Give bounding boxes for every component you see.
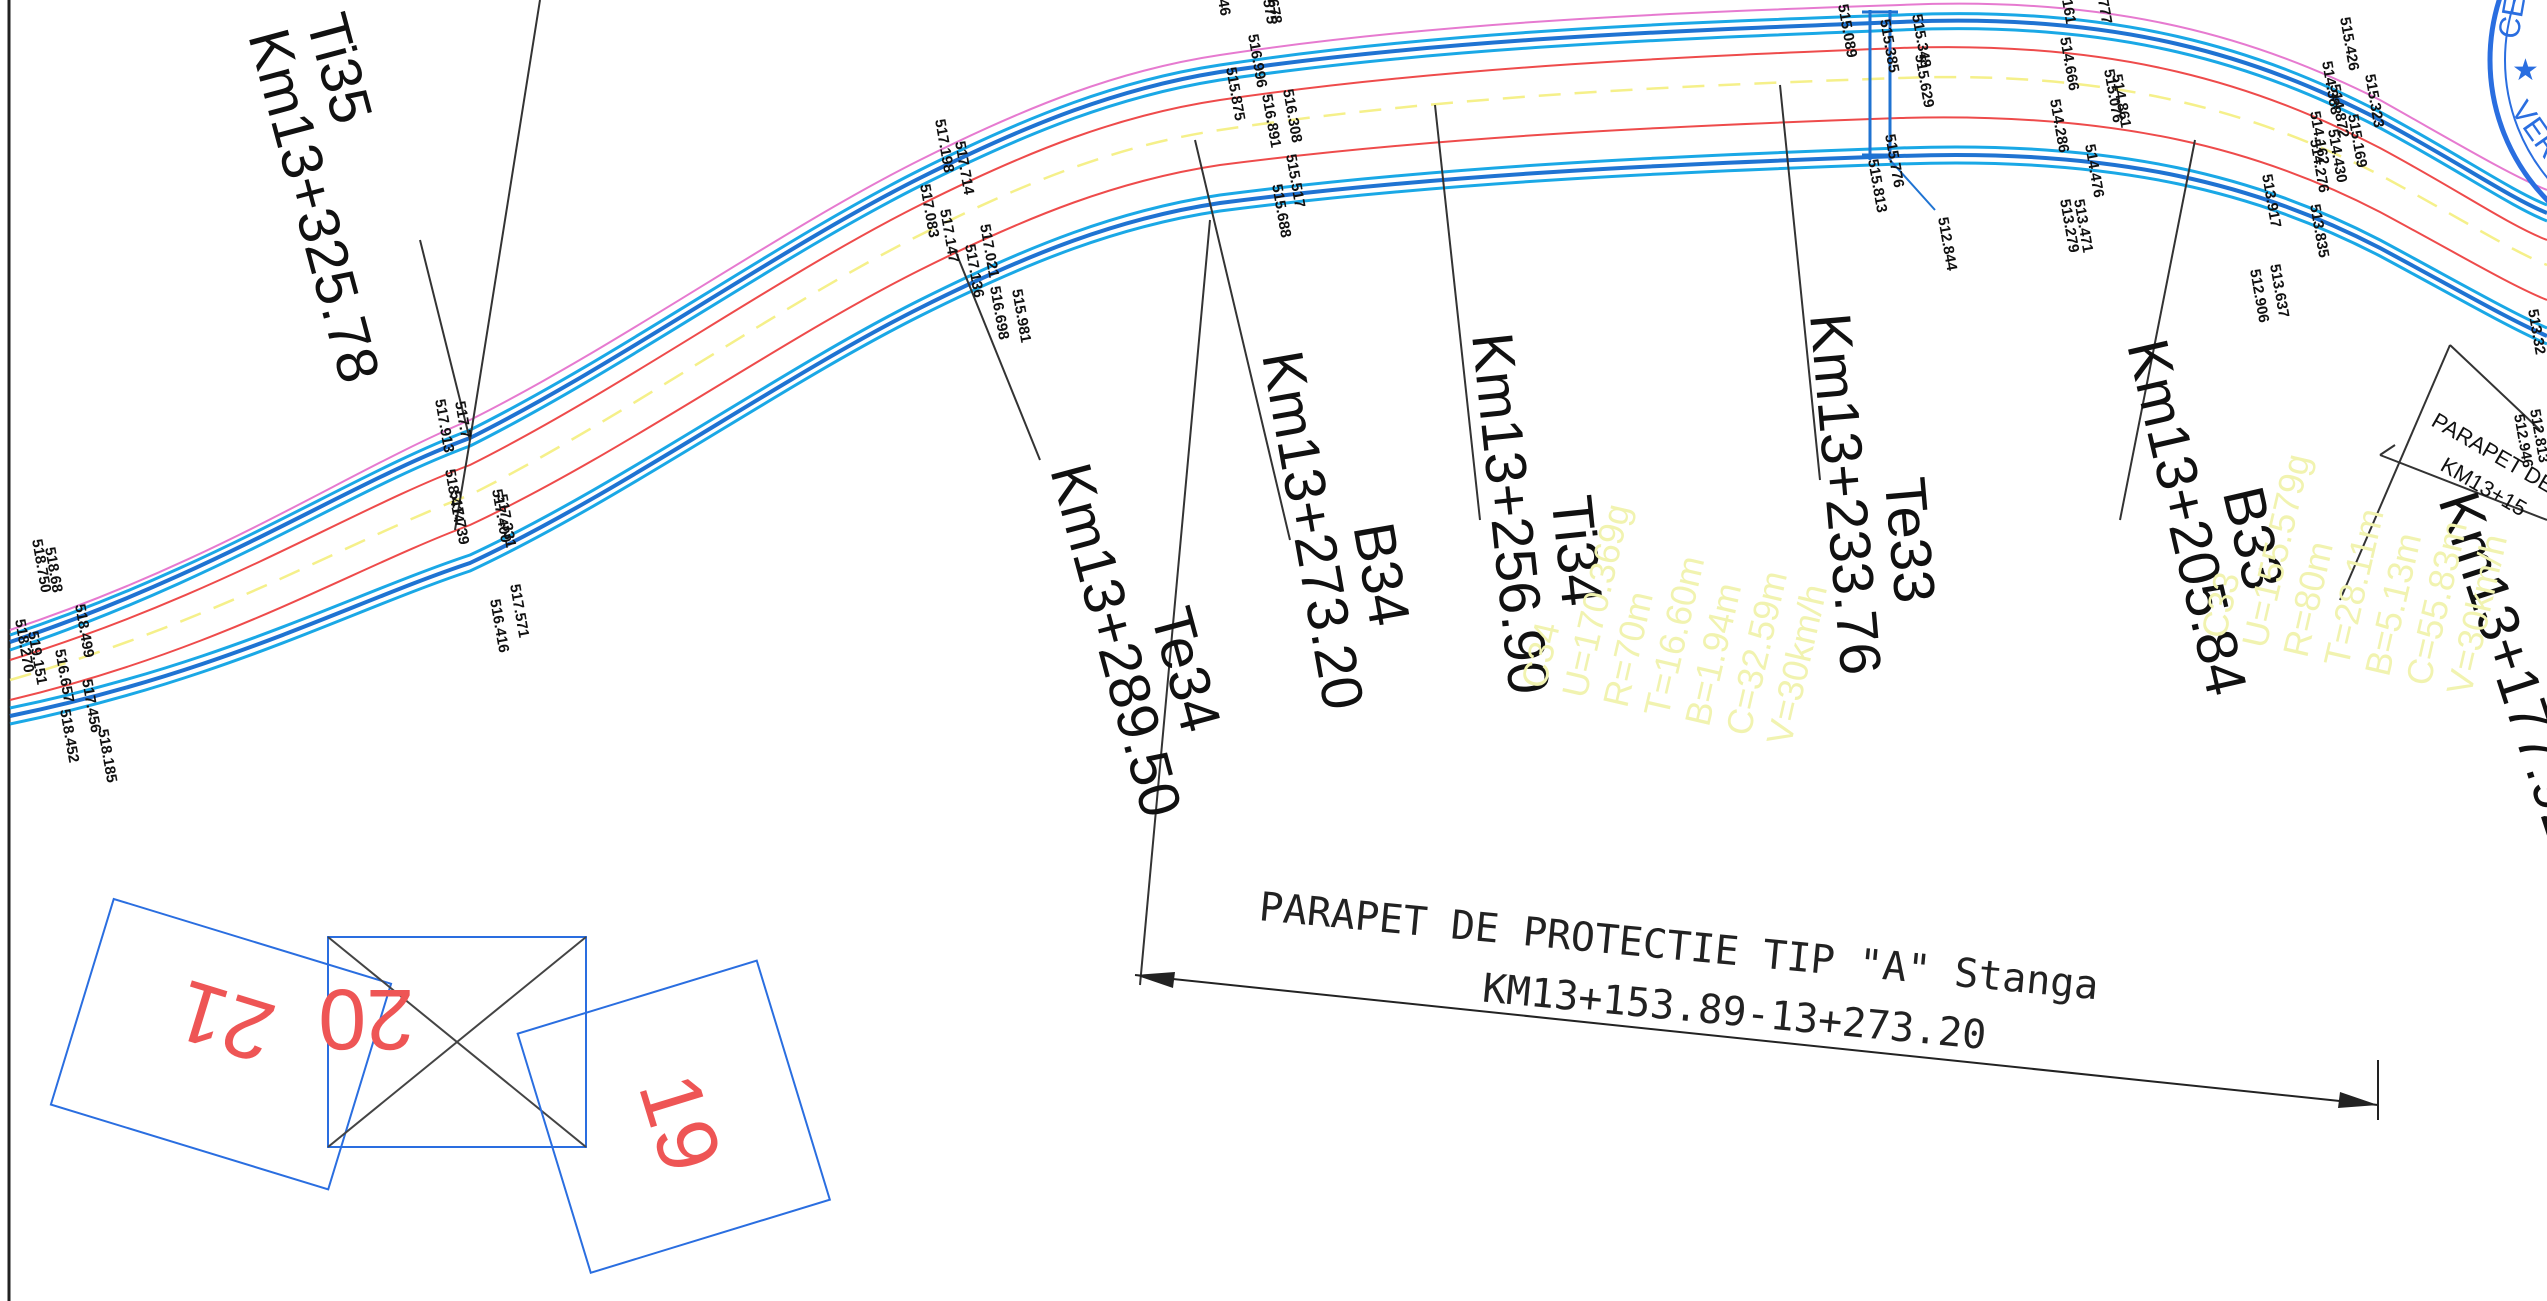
road-edge-bottom-3 (9, 161, 2547, 726)
arrow-left (1135, 972, 1175, 988)
elevation-label: 514.666 (2056, 36, 2082, 92)
elevation-label: 513.835 (2306, 203, 2332, 259)
elevation-label: 516.416 (486, 598, 512, 654)
sheet-19: 19 (516, 959, 832, 1275)
dimension-line (1134, 974, 2379, 1106)
verification-stamp: CE VERI ★ (2487, 0, 2547, 204)
curve-block-c33: C33 U=155.579g R=80m T=28.11m B=5.13m C=… (2193, 450, 2515, 699)
elevation-label: 777 (2094, 0, 2115, 25)
elevation-label: 518.452 (56, 708, 82, 764)
elevation-label: 678 (1264, 0, 1285, 25)
stamp-star-icon: ★ (2512, 54, 2539, 87)
sheet-frames: 21 20 19 (49, 897, 832, 1275)
elevation-label: 514.286 (2046, 98, 2072, 154)
elevation-label: 161 (2058, 0, 2079, 25)
elevation-label: 515.875 (1222, 66, 1248, 122)
station-code-ti34: Ti34 (1539, 492, 1615, 609)
elevation-label: 516.891 (1258, 93, 1284, 149)
road-edge-top-3 (9, 27, 2547, 652)
elevation-label: 512.844 (1934, 216, 1960, 273)
station-leaders (419, 0, 2547, 986)
elevation-label: 515.426 (2336, 16, 2362, 72)
pink-offset-line-top (9, 2, 2547, 631)
sheet-19-label: 19 (620, 1063, 740, 1183)
elevation-label: 517.7 (451, 400, 474, 440)
road-edge-bottom-1 (9, 145, 2547, 710)
sheet-20: 20 (318, 936, 587, 1148)
sheet-21-label: 21 (165, 961, 285, 1081)
station-labels: Ti35 Km13+325.78 Km13+289.50 Te34 Km13+2… (235, 7, 2547, 850)
elevation-label: 518.185 (94, 728, 120, 784)
station-code-te33: Te33 (1872, 475, 1948, 606)
elevation-label: 517.571 (506, 583, 532, 639)
elevation-label: 516.698 (986, 285, 1012, 341)
stamp-text-top: CE (2492, 0, 2532, 41)
elevation-label: 515.385 (1876, 18, 1902, 74)
red-offset-line-top (9, 46, 2547, 661)
culvert-symbol (1862, 10, 1936, 211)
sheet-20-label: 20 (318, 971, 414, 1067)
road-edge-bottom-2 (9, 152, 2547, 718)
road-edge-top-1 (9, 12, 2547, 637)
elevation-label: 513.32 (2524, 308, 2547, 356)
elevation-label: 515.813 (1864, 158, 1890, 214)
road-edge-top-2 (9, 18, 2547, 644)
elevation-label: 575 (1259, 0, 1280, 25)
elevation-label: 513.917 (2258, 173, 2284, 229)
elevation-label: 46 (1214, 0, 1234, 17)
arrow-right (2338, 1092, 2378, 1108)
elevation-label: 516.657 (51, 648, 77, 704)
elevation-label: 514.476 (2081, 143, 2107, 199)
red-offset-line-bottom (9, 116, 2547, 701)
